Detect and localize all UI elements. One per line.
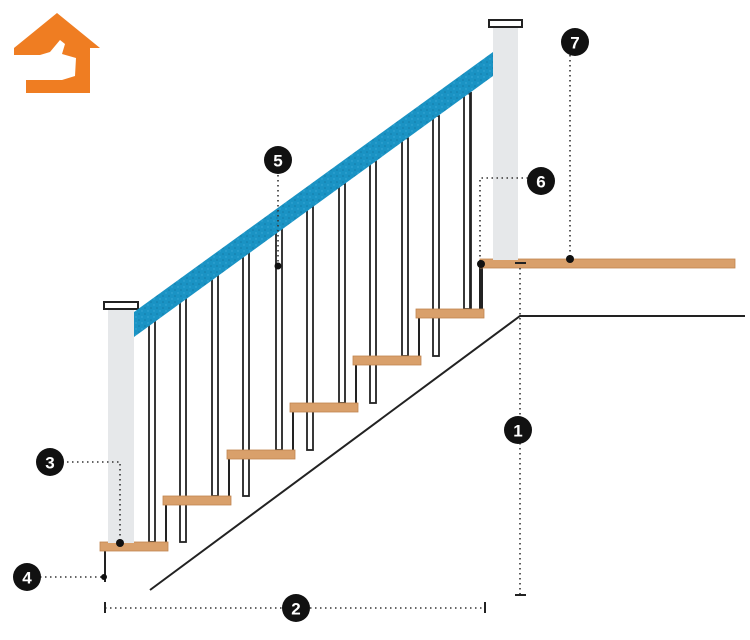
baluster [369, 160, 377, 404]
marker-5: 5 [264, 146, 292, 174]
baluster [211, 274, 219, 497]
top-post-cap [488, 19, 523, 28]
marker-4: 4 [13, 563, 41, 591]
baluster [306, 206, 314, 451]
marker-6: 6 [527, 167, 555, 195]
svg-text:7: 7 [570, 34, 579, 53]
svg-text:2: 2 [291, 600, 300, 619]
marker-2: 2 [282, 594, 310, 622]
svg-text:1: 1 [513, 422, 522, 441]
svg-text:4: 4 [22, 569, 32, 588]
baluster [432, 115, 440, 357]
baluster [401, 137, 409, 357]
top-newel-post [493, 28, 518, 260]
baluster [463, 92, 471, 310]
svg-text:6: 6 [536, 173, 545, 192]
house-thumbs-up-logo [14, 13, 100, 93]
baluster [242, 252, 250, 497]
stair-tread [162, 495, 232, 506]
handrail [134, 52, 493, 337]
stair-tread [289, 402, 359, 413]
baluster [338, 182, 346, 404]
stringer-line [149, 315, 745, 591]
svg-text:5: 5 [273, 152, 282, 171]
baluster [275, 228, 283, 451]
stair-tread [226, 449, 296, 460]
bottom-newel-post [108, 310, 134, 543]
stair-tread [352, 355, 422, 366]
marker-7: 7 [561, 28, 589, 56]
marker-3: 3 [36, 448, 64, 476]
baluster [148, 320, 156, 543]
stair-tread [415, 308, 485, 319]
svg-text:3: 3 [45, 454, 54, 473]
marker-1: 1 [504, 416, 532, 444]
risers [165, 268, 483, 542]
stair-tread [99, 541, 169, 552]
bottom-post-cap [103, 301, 139, 310]
baluster [179, 297, 187, 543]
